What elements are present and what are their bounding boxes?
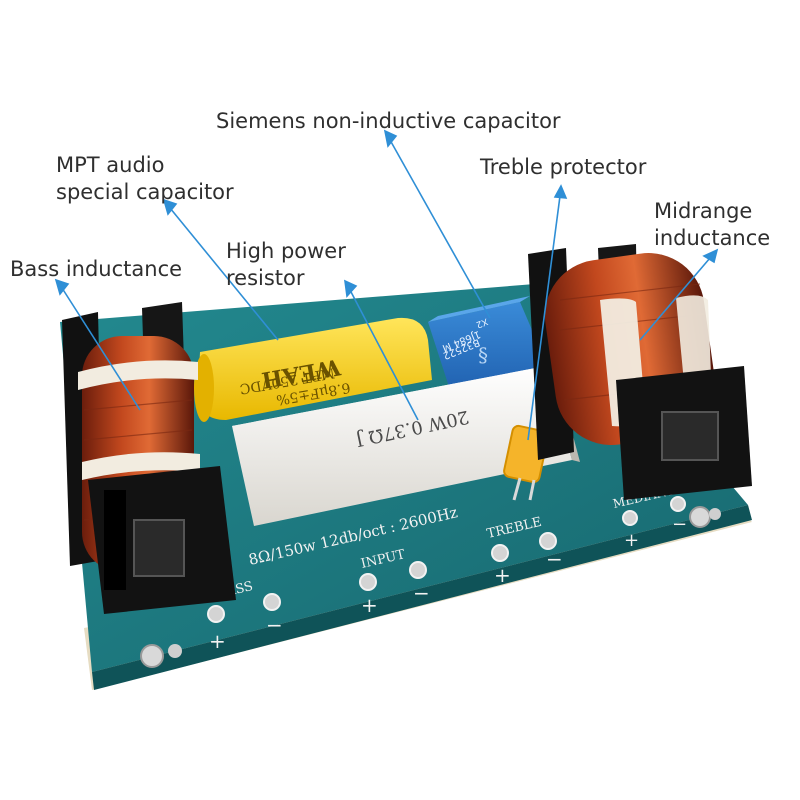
svg-text:−: − (672, 514, 687, 535)
mounting-hole-left (140, 644, 182, 668)
leader-bass-inductance (54, 278, 141, 411)
input-minus-terminal: − (409, 561, 430, 605)
leader-treble-protector (527, 184, 568, 441)
label-treble-protector: Treble protector (480, 155, 647, 179)
leader-high-power-resistor (344, 279, 419, 421)
siemens-logo-icon: § (478, 343, 488, 367)
bass-plus-terminal: + (207, 605, 226, 653)
svg-text:+: + (494, 563, 511, 587)
svg-text:−: − (413, 581, 430, 605)
mediant-minus-terminal: − (670, 496, 687, 535)
mediant-plus-terminal: + (622, 510, 639, 551)
svg-text:+: + (361, 593, 378, 617)
treble-minus-terminal: − (539, 532, 563, 571)
label-high-power-resistor: High power resistor (226, 239, 346, 290)
mounting-hole-right (689, 506, 721, 528)
midrange-inductor (528, 244, 752, 500)
leader-mpt-capacitor (162, 198, 279, 341)
label-midrange-inductance: Midrange inductance (654, 199, 771, 250)
svg-text:+: + (624, 530, 639, 551)
label-bass-inductance: Bass inductance (10, 257, 183, 281)
label-mpt-capacitor: MPT audio special capacitor (56, 153, 234, 204)
svg-text:−: − (266, 613, 283, 637)
siemens-capacitor-grade: X2 (474, 316, 489, 330)
leader-midrange-inductance (639, 248, 719, 341)
leader-siemens-capacitor (383, 129, 491, 319)
mpt-capacitor: WEAH MPT 250VDC 6.8μF±5% (194, 317, 432, 422)
input-plus-terminal: + (359, 573, 378, 617)
bass-inductor (62, 302, 236, 614)
treble-plus-terminal: + (491, 544, 511, 587)
bass-minus-terminal: − (263, 593, 283, 637)
svg-text:−: − (546, 547, 563, 571)
label-siemens-capacitor: Siemens non-inductive capacitor (216, 109, 561, 133)
svg-text:+: + (209, 629, 226, 653)
